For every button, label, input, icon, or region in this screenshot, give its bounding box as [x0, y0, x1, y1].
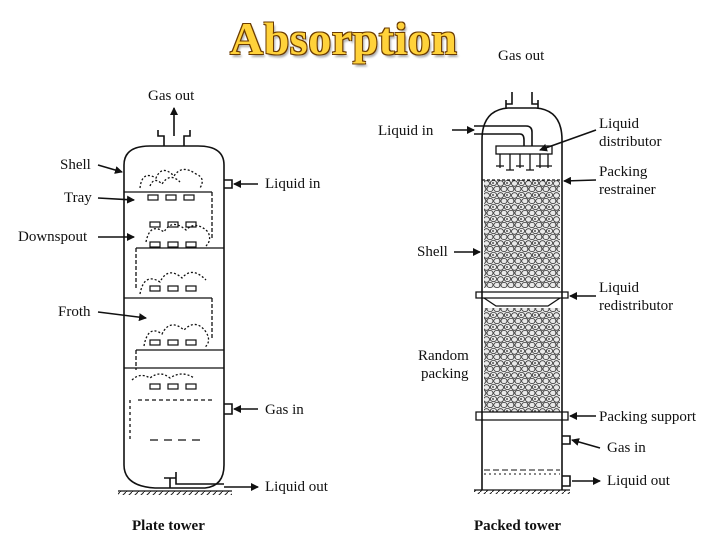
- plate-label-downspout: Downspout: [18, 229, 88, 245]
- packed-label-liquid-out: Liquid out: [607, 473, 670, 489]
- packed-label-packing-restrainer-2: restrainer: [599, 182, 656, 198]
- plate-liquid-in-nozzle: [224, 179, 233, 189]
- plate-label-liquid-in: Liquid in: [265, 176, 321, 192]
- packed-label-shell: Shell: [417, 244, 448, 260]
- slide-title: Absorption: [230, 13, 458, 64]
- packed-label-packing-support: Packing support: [599, 409, 697, 425]
- plate-top-head: [123, 145, 225, 166]
- plate-froth: [131, 168, 211, 381]
- packed-liquid-in-pipe: [474, 125, 533, 146]
- packed-label-gas-out: Gas out: [498, 48, 545, 64]
- plate-gas-out-nozzle: [157, 107, 191, 146]
- packed-label-liquid-in: Liquid in: [378, 123, 434, 139]
- packed-gas-out-nozzle: [505, 92, 539, 108]
- plate-bubble-caps: [147, 194, 197, 390]
- packed-label-gas-in: Gas in: [607, 440, 646, 456]
- plate-label-gas-out: Gas out: [148, 88, 195, 104]
- packed-tower-caption: Packed tower: [474, 518, 562, 534]
- plate-label-froth: Froth: [58, 304, 91, 320]
- packed-label-liquid-redistributor-2: redistributor: [599, 298, 674, 314]
- packed-lower-packing: [484, 308, 560, 412]
- packed-label-random-packing-1: Random: [418, 348, 469, 364]
- packed-label-packing-restrainer-1: Packing: [599, 164, 648, 180]
- packed-packing-support: [475, 411, 569, 421]
- packed-liquid-redistributor: [475, 291, 569, 307]
- packed-liquid-out-nozzle: [562, 475, 571, 487]
- packed-gas-in-nozzle: [562, 435, 571, 445]
- packed-liquid-distributor: [495, 145, 553, 171]
- plate-label-tray: Tray: [64, 190, 92, 206]
- packed-label-liquid-redistributor-1: Liquid: [599, 280, 639, 296]
- plate-gas-in-nozzle: [224, 403, 233, 415]
- plate-label-gas-in: Gas in: [265, 402, 304, 418]
- packed-tower: [452, 92, 601, 494]
- plate-ground: [118, 491, 232, 495]
- packed-label-random-packing-2: packing: [421, 366, 469, 382]
- packed-label-liquid-distributor-1: Liquid: [599, 116, 639, 132]
- plate-label-liquid-out: Liquid out: [265, 479, 328, 495]
- plate-liquid-out-pipe: [164, 472, 224, 488]
- packed-upper-packing: [484, 180, 560, 288]
- packed-ground: [474, 490, 570, 494]
- packed-label-liquid-distributor-2: distributor: [599, 134, 662, 150]
- plate-tower-caption: Plate tower: [132, 518, 205, 534]
- plate-trays: [124, 191, 224, 441]
- plate-bottom-head: [123, 464, 225, 489]
- plate-label-shell: Shell: [60, 157, 91, 173]
- packed-top-head: [481, 107, 563, 141]
- plate-tower: [97, 107, 259, 495]
